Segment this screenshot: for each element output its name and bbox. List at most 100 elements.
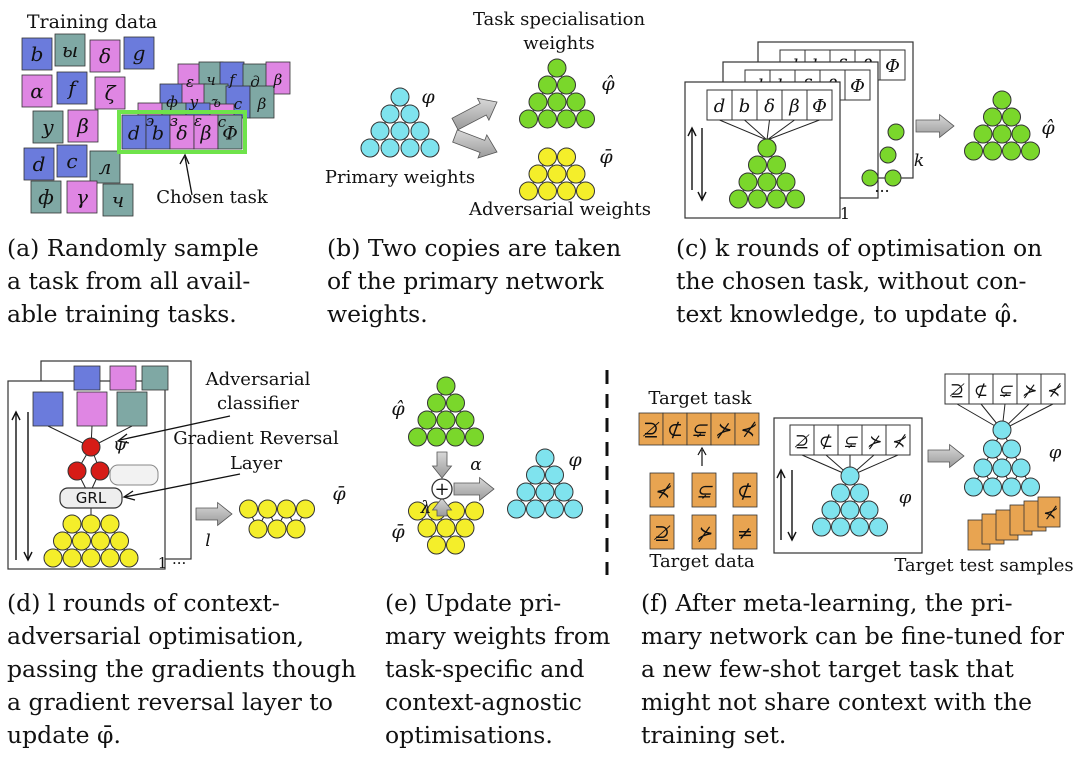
final-network-node	[983, 439, 1002, 459]
psi-label: ψ	[113, 434, 128, 455]
updated-adv-network-node	[296, 499, 315, 519]
target-task-card	[734, 412, 760, 446]
back-class-card	[109, 365, 137, 391]
e-cyan-network-node	[526, 465, 545, 485]
adv-yellow-network-node	[81, 548, 101, 568]
target-task-card-label: ⊀	[739, 419, 757, 441]
target-data-card	[732, 472, 758, 508]
fine-tune-network-node	[859, 500, 879, 520]
task-spec-phi-hat: φ̂	[601, 73, 615, 95]
target-data-card-label: ⊊	[696, 480, 713, 502]
frame-task-card	[861, 424, 887, 456]
test-sample-card	[1037, 496, 1061, 528]
adversarial-network-node	[557, 147, 576, 167]
updated-network-c-node	[983, 141, 1002, 161]
loop-arrow-down-head	[697, 191, 707, 202]
loop-up-d-head	[11, 410, 21, 421]
e-cyan-network-node	[564, 499, 583, 519]
stacked-card-label: ъ	[211, 93, 221, 111]
primary-network-node	[380, 104, 400, 124]
updated-network-c-node	[983, 107, 1002, 127]
k-label: k	[914, 151, 924, 171]
chosen-task-card	[121, 114, 147, 150]
target-task-card	[686, 412, 712, 446]
target-data-card-label: ⊁	[696, 522, 712, 544]
grl-pointer-head	[122, 490, 136, 501]
e-yellow-network-node	[417, 518, 437, 538]
stacked-card	[249, 85, 275, 119]
primary-network-node	[410, 121, 430, 141]
target-data-card	[649, 472, 675, 508]
grl-box	[59, 487, 123, 509]
copy-arrow-down	[452, 129, 498, 159]
training-card	[56, 71, 88, 105]
e-yellow-network-node	[408, 501, 427, 521]
loop-down-d-head	[23, 551, 33, 562]
primary-network-node	[420, 138, 440, 158]
class-card	[76, 391, 108, 427]
stacked-card-label: с	[234, 95, 243, 113]
frame-card-label: δ	[764, 96, 775, 117]
frame-task-card	[813, 424, 839, 456]
updated-phi-bar: φ̄	[332, 483, 346, 505]
front-network-node	[767, 189, 786, 209]
chosen-task-card	[193, 114, 219, 150]
training-card-label: л	[99, 155, 112, 179]
final-card-edge	[1001, 403, 1054, 431]
updated-adv-network-node	[258, 499, 277, 519]
task-spec-network-node	[528, 92, 548, 112]
final-network-node	[983, 477, 1002, 497]
grl-ghost	[109, 464, 159, 486]
training-card-label: c	[66, 149, 77, 173]
update-arrow-e	[453, 476, 495, 502]
stacked-card-label: с	[218, 113, 227, 131]
primary-network-node	[390, 87, 410, 107]
alpha-label: α	[470, 455, 482, 475]
class-card	[116, 391, 148, 427]
chosen-task-pointer-head	[179, 153, 190, 165]
update-arrow-f	[927, 443, 965, 469]
adv-yellow-network-node	[100, 548, 120, 568]
final-network-node	[1021, 477, 1040, 497]
card-edge	[744, 119, 768, 141]
frame-task-card-label: ⊉	[794, 432, 810, 452]
frame-card	[756, 89, 783, 121]
front-network-node	[748, 155, 767, 175]
grl-name-label-2: Layer	[230, 453, 283, 474]
target-data-card	[649, 514, 675, 550]
chosen-task-card-label: b	[152, 122, 164, 144]
e-cyan-network-node	[535, 448, 555, 468]
target-task-card	[662, 412, 688, 446]
updated-network-c-node	[1021, 141, 1040, 161]
chosen-task-card	[217, 114, 243, 150]
target-data-card	[691, 514, 717, 550]
final-phi: φ	[1049, 442, 1062, 463]
frame-card-label: Φ	[812, 96, 827, 117]
frame-cards	[706, 89, 833, 121]
lambda-label: λ	[420, 498, 432, 518]
test-sample-card-label: ⊀	[1042, 504, 1058, 524]
training-card	[102, 183, 134, 217]
stacked-card-label: f	[228, 71, 237, 89]
final-network-node	[964, 477, 983, 497]
card-edge	[719, 119, 768, 141]
classifier-node	[81, 437, 101, 457]
adv-yellow-network-node	[81, 514, 101, 534]
back-class-card	[73, 365, 101, 391]
final-network-node	[992, 420, 1012, 440]
e-yellow-network-node	[436, 518, 456, 538]
training-card-label: δ	[99, 44, 111, 68]
e-phi-hat: φ̂	[391, 398, 405, 420]
adv-yellow-network-node	[100, 514, 120, 534]
fine-tune-network-node	[840, 466, 860, 486]
target-data-card-label: ≠	[737, 522, 753, 544]
plus-sign: +	[434, 479, 449, 500]
stacked-card-label: β	[273, 71, 283, 89]
e-cyan-network-node	[526, 499, 545, 519]
adversarial-phi-bar: φ̄	[599, 146, 613, 168]
final-network-node	[973, 458, 993, 478]
e-green-network-node	[408, 427, 427, 447]
training-card	[67, 109, 99, 143]
updated-network-c-node	[1002, 141, 1021, 161]
